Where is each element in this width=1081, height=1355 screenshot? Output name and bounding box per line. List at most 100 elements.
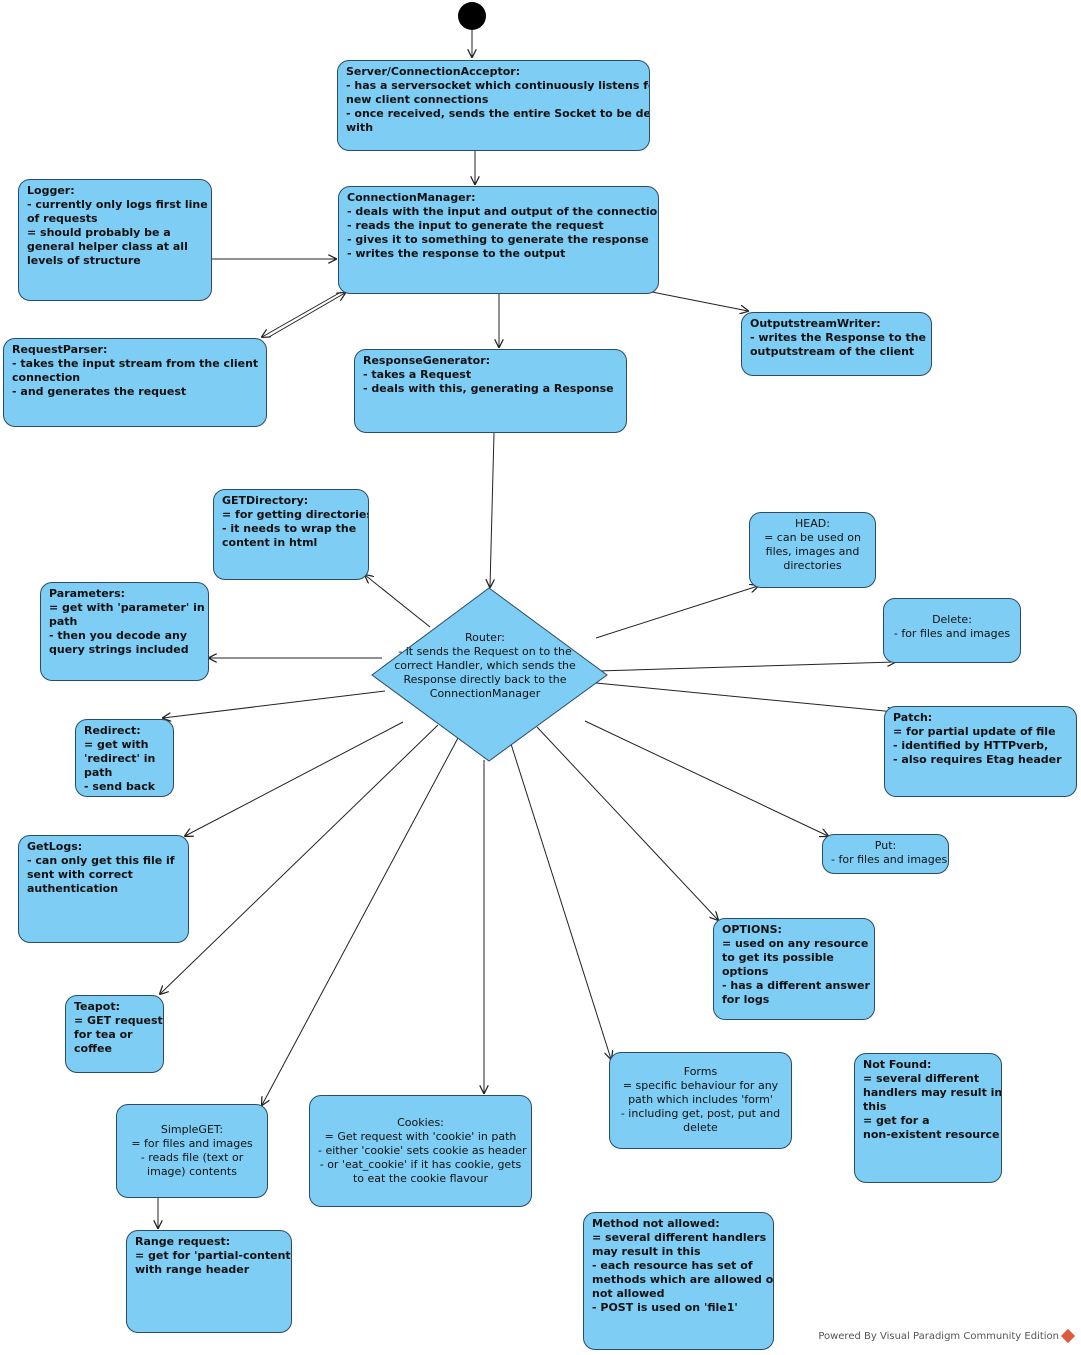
edge-router-getdirectory xyxy=(365,575,431,628)
text-line: image) contents xyxy=(147,1165,237,1178)
edge-router-delete xyxy=(596,662,895,672)
edge-router-redirect xyxy=(163,690,386,718)
text-line: - once received, sends the entire Socket… xyxy=(346,107,650,120)
text-line: - then you decode any xyxy=(49,629,187,642)
edge-router-getlogs xyxy=(185,721,404,836)
text-line: delete xyxy=(683,1121,718,1134)
text-line: ConnectionManager: xyxy=(347,191,476,204)
text-line: Cookies: xyxy=(397,1116,444,1129)
text-line: files, images and xyxy=(765,545,860,558)
text-line: directories xyxy=(783,559,842,572)
text-line: - it needs to wrap the xyxy=(222,522,357,535)
node-outputstream-writer: OutputstreamWriter:- writes the Response… xyxy=(741,312,932,376)
text-line: - takes a Request xyxy=(363,368,472,381)
text-line: Router: xyxy=(465,631,505,644)
text-line: - also requires Etag header xyxy=(893,753,1062,766)
text-line: query strings included xyxy=(49,643,189,656)
text-line: - including get, post, put and xyxy=(620,1107,781,1120)
edge-generator-router xyxy=(490,432,494,587)
text-line: = for getting directories xyxy=(222,508,369,521)
node-simple-get: SimpleGET:= for files and images- reads … xyxy=(116,1104,268,1198)
text-line: sent with correct xyxy=(27,868,133,881)
text-line: - has a serversocket which continuously … xyxy=(346,79,650,92)
text-line: - reads file (text or xyxy=(140,1151,244,1164)
text-line: - has a different answer xyxy=(722,979,870,992)
text-line: Teapot: xyxy=(74,1000,121,1013)
text-line: path xyxy=(49,615,78,628)
text-line: = GET request xyxy=(74,1014,163,1027)
text-line: Parameters: xyxy=(49,587,126,600)
text-line: Not Found: xyxy=(863,1058,932,1071)
text-line: may result in this xyxy=(592,1245,701,1258)
text-line: - deals with the input and output of the… xyxy=(347,205,659,218)
edge-router-simpleget xyxy=(262,737,459,1105)
node-put: Put:- for files and images xyxy=(822,834,949,874)
text-line: = for files and images xyxy=(131,1137,253,1150)
text-line: for tea or xyxy=(74,1028,133,1041)
text-line: non-existent resource xyxy=(863,1128,1000,1141)
text-line: - either 'cookie' sets cookie as header xyxy=(318,1144,527,1157)
edge-parser-manager xyxy=(268,293,345,338)
text-line: to eat the cookie flavour xyxy=(352,1172,488,1185)
text-line: with xyxy=(346,121,374,134)
text-line: OPTIONS: xyxy=(722,923,782,936)
text-line: authentication xyxy=(27,882,119,895)
text-line: Range request: xyxy=(135,1235,231,1248)
text-line: - reads the input to generate the reques… xyxy=(347,219,604,232)
text-line: = several different xyxy=(863,1072,980,1085)
text-line: Server/ConnectionAcceptor: xyxy=(346,65,521,78)
edge-router-teapot xyxy=(160,724,439,994)
text-line: ConnectionManager xyxy=(429,687,541,700)
text-line: new client connections xyxy=(346,93,489,106)
node-cookies: Cookies:= Get request with 'cookie' in p… xyxy=(309,1095,532,1207)
node-delete: Delete:- for files and images xyxy=(883,598,1021,663)
text-line: GETDirectory: xyxy=(222,494,309,507)
text-line: path xyxy=(84,766,113,779)
node-patch: Patch:= for partial update of file- iden… xyxy=(884,706,1077,797)
text-line: outputstream of the client xyxy=(750,345,915,358)
text-line: - gives it to something to generate the … xyxy=(347,233,649,246)
node-range-request: Range request:= get for 'partial-content… xyxy=(126,1230,292,1333)
edge-router-head xyxy=(595,586,758,639)
text-line: Forms xyxy=(683,1065,718,1078)
text-line: ResponseGenerator: xyxy=(363,354,491,367)
text-line: - writes the Response to the xyxy=(750,331,926,344)
text-line: SimpleGET: xyxy=(160,1123,224,1136)
node-get-directory: GETDirectory:= for getting directories- … xyxy=(213,489,369,580)
text-line: Put: xyxy=(874,839,897,852)
text-line: GetLogs: xyxy=(27,840,83,853)
text-line: - it sends the Request on to the xyxy=(398,645,572,658)
text-line: OutputstreamWriter: xyxy=(750,317,881,330)
text-line: - each resource has set of xyxy=(592,1259,753,1272)
text-line: - writes the response to the output xyxy=(347,247,566,260)
text-line: - or 'eat_cookie' if it has cookie, gets xyxy=(319,1158,522,1171)
node-request-parser: RequestParser:- takes the input stream f… xyxy=(3,338,267,427)
edge-manager-writer xyxy=(651,291,748,311)
router-diamond xyxy=(371,587,608,762)
node-response-generator: ResponseGenerator:- takes a Request- dea… xyxy=(354,349,627,433)
powered-by-footer: Powered By Visual Paradigm Community Edi… xyxy=(818,1331,1059,1342)
text-line: methods which are allowed or xyxy=(592,1273,774,1286)
text-line: not allowed xyxy=(592,1287,665,1300)
text-line: - for files and images xyxy=(831,853,948,866)
text-line: - identified by HTTPverb, xyxy=(893,739,1049,752)
initial-state xyxy=(458,2,486,30)
text-line: Redirect: xyxy=(84,724,141,737)
text-line: Patch: xyxy=(893,711,933,724)
node-connection-manager: ConnectionManager:- deals with the input… xyxy=(338,186,659,294)
text-line: Response directly back to the xyxy=(403,673,567,686)
text-line: = get with xyxy=(84,738,149,751)
text-line: for logs xyxy=(722,993,770,1006)
text-line: 'redirect' in xyxy=(84,752,156,765)
text-line: Method not allowed: xyxy=(592,1217,720,1230)
text-line: options xyxy=(722,965,769,978)
text-line: - currently only logs first line xyxy=(27,198,208,211)
text-line: = several different handlers xyxy=(592,1231,767,1244)
